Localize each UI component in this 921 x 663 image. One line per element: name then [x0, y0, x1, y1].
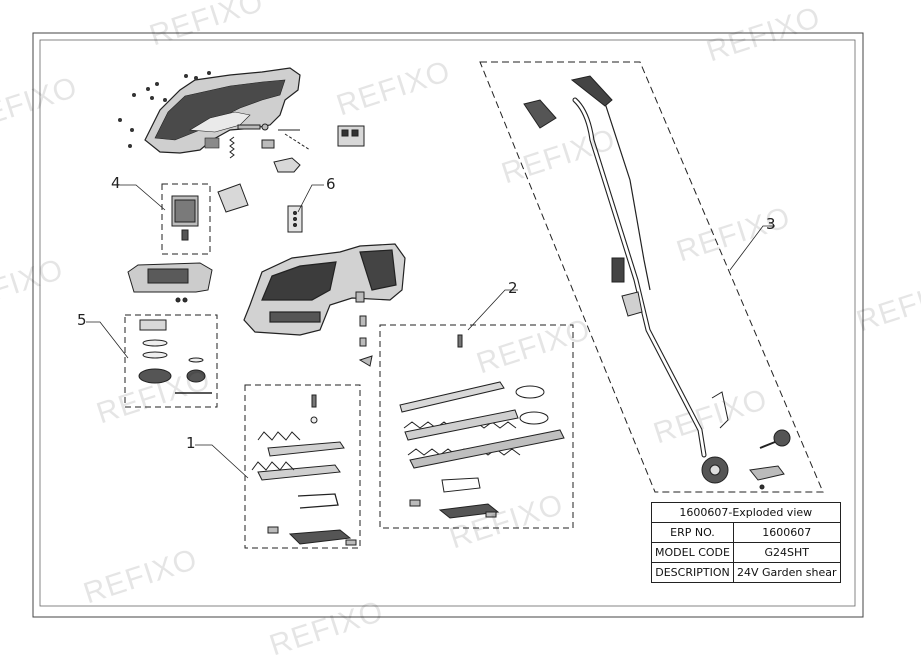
group-5-box	[124, 314, 218, 408]
title-block-row: DESCRIPTION 24V Garden shear	[651, 562, 841, 583]
group-2-box	[379, 324, 574, 529]
outer-frame	[32, 32, 864, 618]
callout-2: 2	[508, 279, 518, 297]
callout-4: 4	[111, 174, 121, 192]
leader-lines	[86, 184, 775, 479]
gear-parts	[138, 297, 212, 394]
screws-left	[118, 71, 211, 148]
callout-1: 1	[186, 434, 196, 452]
motor	[171, 195, 199, 241]
title-block-value: 1600607	[732, 522, 841, 543]
lock-pin-parts	[237, 123, 311, 151]
housing-left-half	[144, 67, 301, 154]
callout-5: 5	[77, 311, 87, 329]
gear-housing	[127, 262, 213, 293]
hedge-blades	[399, 334, 565, 519]
group-1-box	[244, 384, 361, 549]
title-block-value: 24V Garden shear	[732, 562, 841, 583]
group-4-box	[161, 183, 211, 255]
title-block-label: DESCRIPTION	[651, 562, 734, 583]
title-block-label: ERP NO.	[651, 522, 734, 543]
title-block-label: MODEL CODE	[651, 542, 734, 563]
title-block-header-row: 1600607-Exploded view	[651, 502, 841, 523]
main-tool-body	[243, 243, 406, 336]
group-3-box	[479, 61, 824, 493]
inner-frame	[39, 39, 856, 607]
callout-3: 3	[766, 215, 776, 233]
small-clips	[355, 291, 373, 367]
trigger-part	[273, 157, 301, 173]
spring	[229, 136, 235, 159]
title-block-header: 1600607-Exploded view	[651, 502, 841, 523]
title-block-row: ERP NO. 1600607	[651, 522, 841, 543]
title-block-row: MODEL CODE G24SHT	[651, 542, 841, 563]
switch-part	[337, 125, 365, 147]
title-block-value: G24SHT	[732, 542, 841, 563]
title-block-table: 1600607-Exploded view ERP NO. 1600607 MO…	[651, 502, 841, 583]
telescopic-handle	[523, 75, 791, 490]
cover-plate	[217, 183, 249, 213]
pcb-part-6	[287, 205, 303, 233]
grass-blades	[251, 394, 357, 546]
callout-6: 6	[326, 175, 336, 193]
